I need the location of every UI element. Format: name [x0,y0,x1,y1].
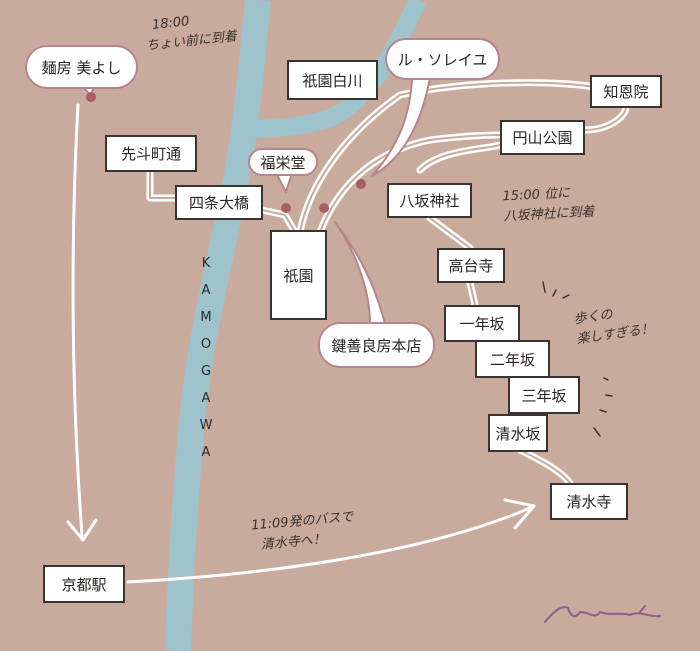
arrowhead [66,518,98,542]
place-kodaiji: 高台寺 [437,248,505,283]
signature [544,605,661,623]
kamo-river [165,0,271,651]
river-letter: W [199,418,213,433]
river-letter: O [200,337,212,352]
place-shijo-ohashi: 四条大橋 [175,185,263,220]
location-dot-kagizen [319,203,329,213]
place-kiyomizudera: 清水寺 [550,483,628,520]
place-pontocho: 先斗町通 [105,135,197,172]
place-ichinenzaka: 一年坂 [444,305,520,342]
location-dot-le-soleil [356,179,366,189]
river-letter: A [201,445,211,460]
place-kiyomizuzaka: 清水坂 [488,414,548,452]
bubble-kagizen: 鍵善良房本店 [318,322,435,368]
river-letter: A [201,283,211,298]
river-letter: A [201,391,211,406]
place-ninenzaka: 二年坂 [475,340,550,378]
bubble-le-soleil: ル・ソレイユ [385,38,500,80]
place-gion-shirakawa: 祇園白川 [287,60,378,100]
kamogawa-label: K A M O G A W A [198,256,214,472]
note-yasaka: 15:00 位に 八坂神社に到着 [502,183,595,228]
arrowhead [503,498,536,530]
place-gion: 祇園 [270,230,327,320]
route-arrow-to-kiyomizu [126,506,532,584]
river-letter: K [201,256,211,271]
location-dot-fukueido [281,203,291,213]
place-sannenzaka: 三年坂 [508,376,580,414]
bubble-menbou: 麺房 美よし [25,45,138,89]
place-kyoto-station: 京都駅 [43,565,125,603]
river-letter: M [200,310,212,325]
bubble-fukueido: 福栄堂 [248,148,318,176]
route-arrow-to-station [71,103,84,537]
river-letter: G [200,364,212,379]
location-dot-menbou [86,92,96,102]
place-chionin: 知恩院 [590,75,662,108]
place-yasaka: 八坂神社 [387,183,472,218]
place-maruyama: 円山公園 [500,120,585,155]
